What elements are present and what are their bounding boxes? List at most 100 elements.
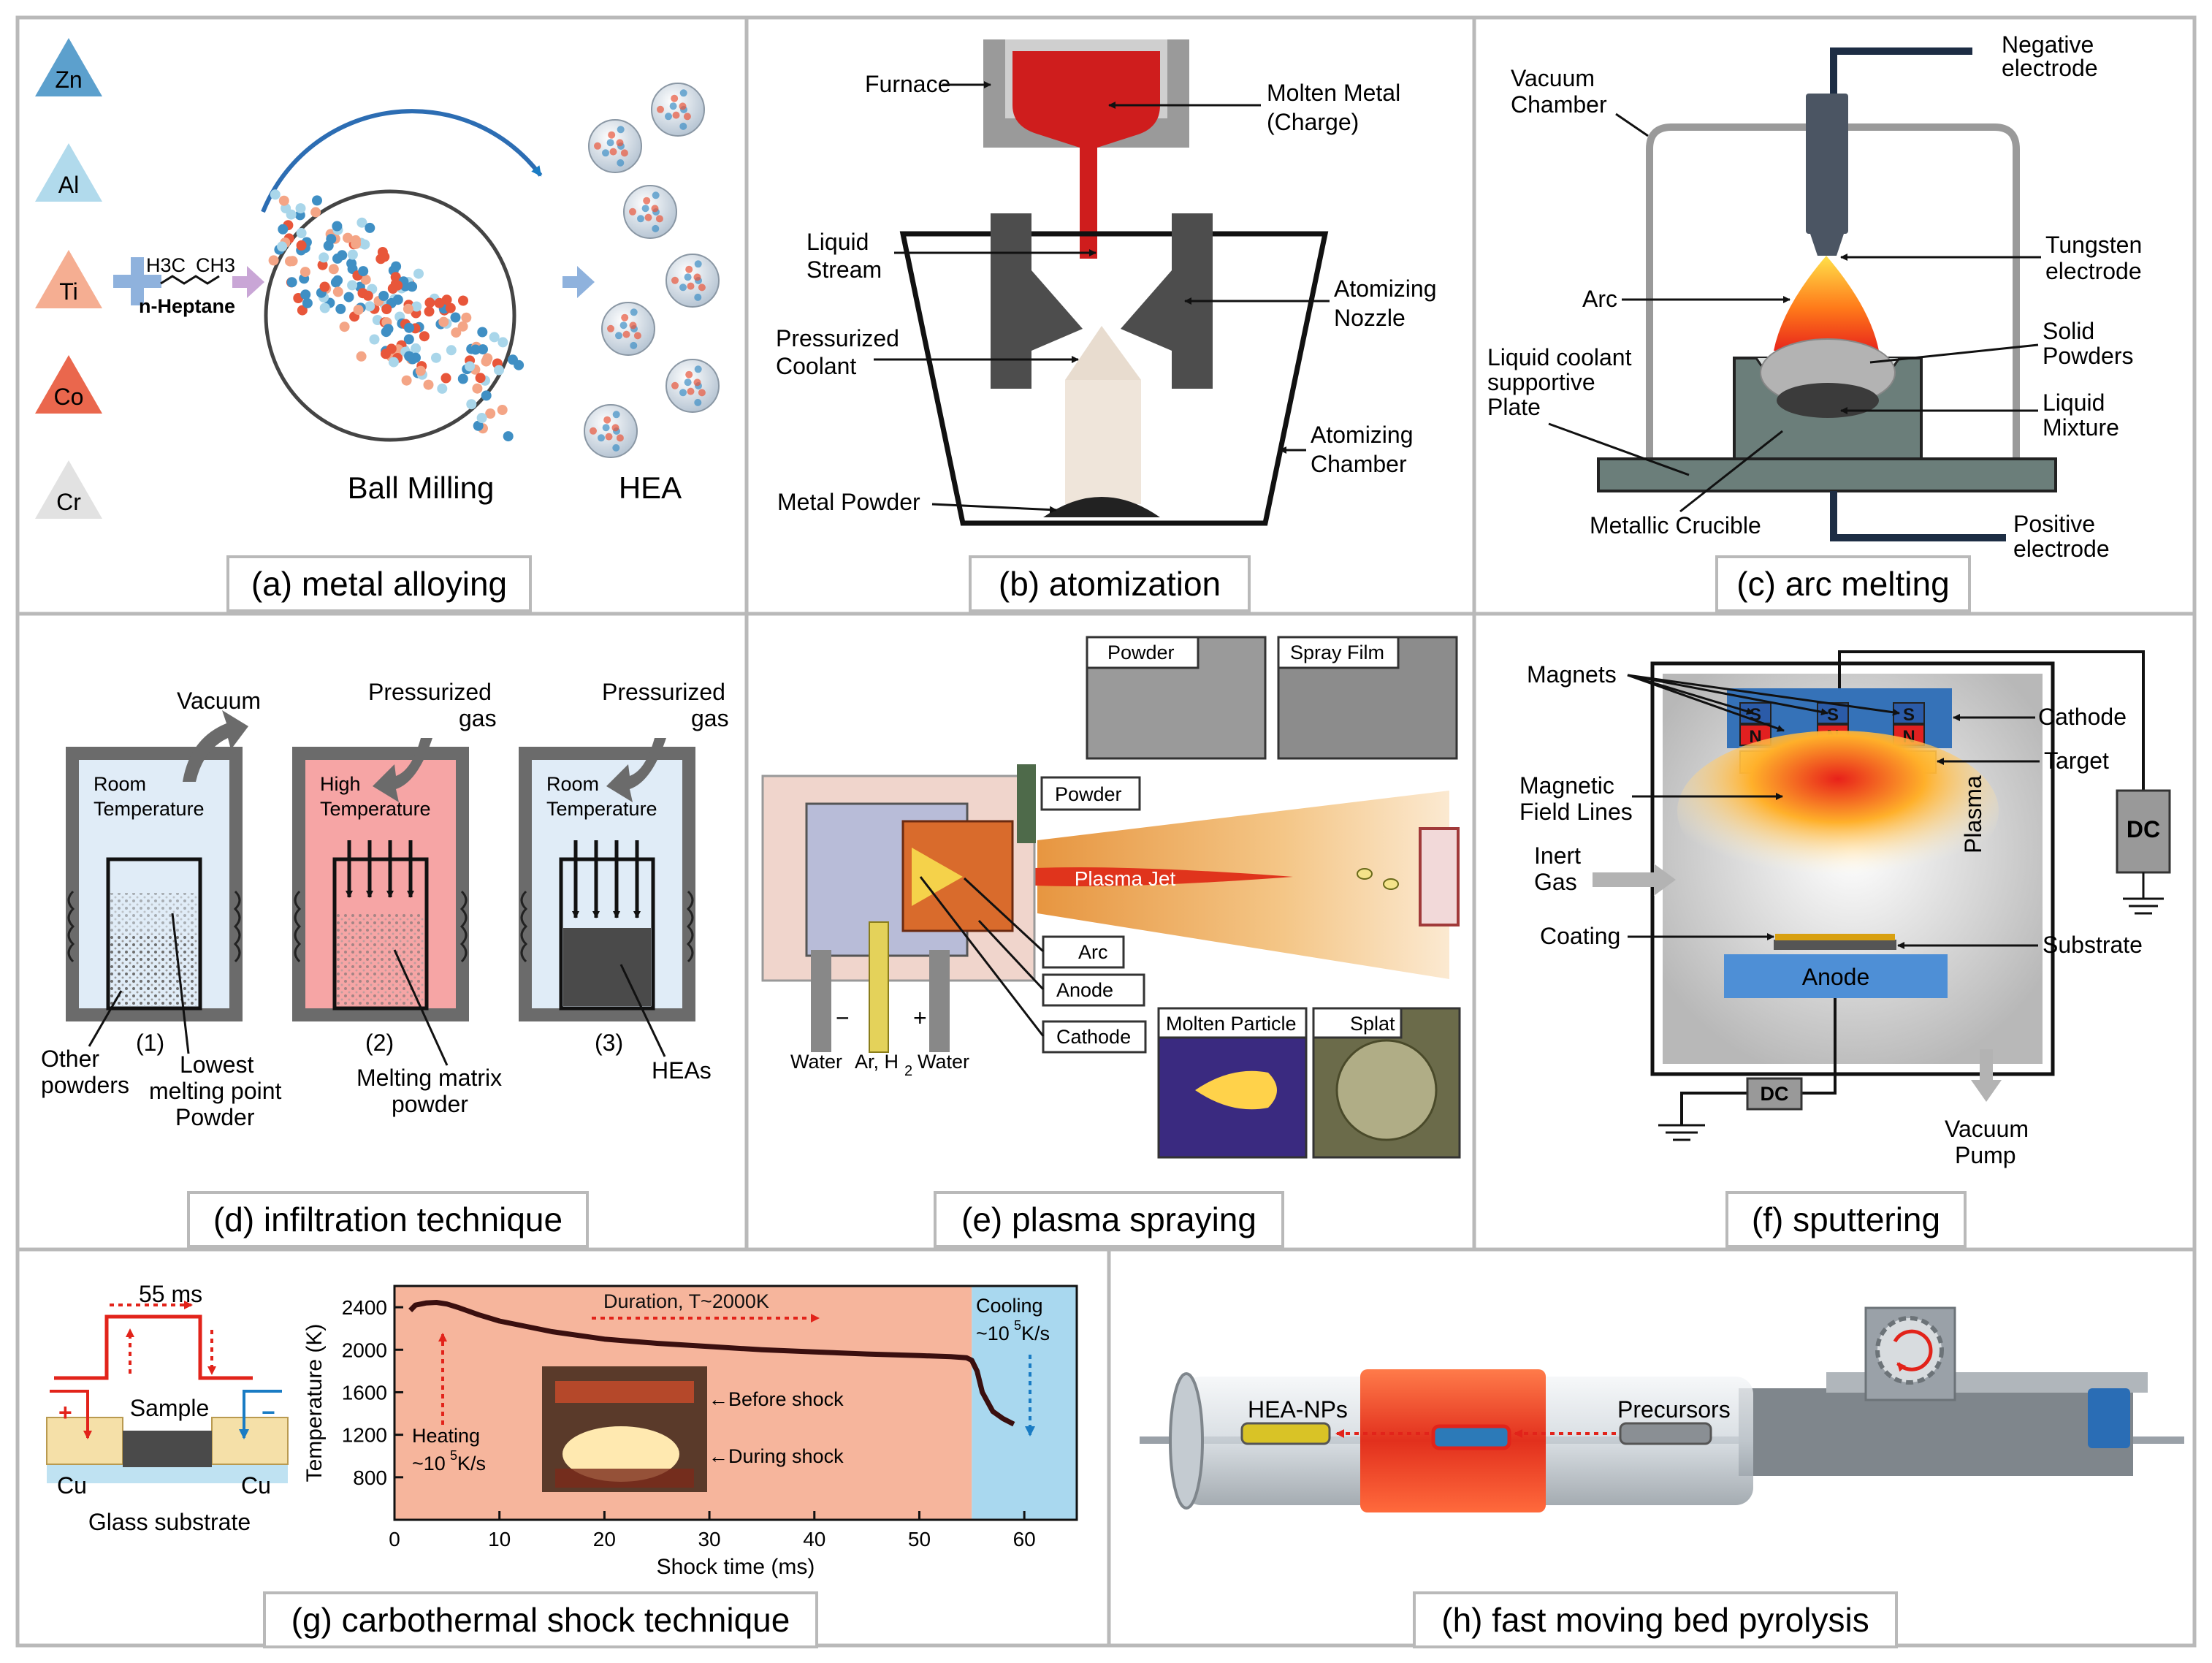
- molten-drop-icon: [1195, 1070, 1277, 1110]
- mill-particle: [403, 334, 414, 345]
- sputter-chamber-outer: [1650, 661, 2055, 1076]
- x-tick-label: 0: [389, 1528, 400, 1550]
- mill-particle: [497, 337, 508, 348]
- coil-right-1-icon: [233, 890, 241, 963]
- plus-icon: [113, 257, 161, 305]
- mill-particle: [475, 373, 486, 384]
- mill-particle: [497, 405, 508, 415]
- mill-particle: [302, 297, 313, 308]
- mill-particle: [347, 249, 358, 260]
- mill-particle: [390, 272, 401, 283]
- lowest-label-1: Lowest: [180, 1051, 254, 1078]
- high-temp-label-1: High: [320, 773, 361, 795]
- x-axis-label: Shock time (ms): [657, 1555, 815, 1579]
- room-temp-2-label-1: Room: [546, 773, 599, 795]
- mill-particle: [278, 195, 289, 206]
- nozzle-label-1: Atomizing: [1334, 275, 1437, 302]
- sample-boat-hea: [1240, 1422, 1331, 1445]
- methyl-label-right: CH3: [196, 254, 235, 276]
- tungsten-label-1: Tungsten: [2045, 232, 2142, 258]
- plasma-jet-label: Plasma Jet: [1075, 867, 1176, 890]
- coil-left-3-icon: [520, 890, 528, 963]
- heating-label-3: K/s: [457, 1453, 486, 1474]
- mill-particle: [446, 345, 457, 356]
- positive-label-2: electrode: [2013, 536, 2110, 562]
- negative-wire: [1830, 47, 1972, 98]
- glass-substrate: [47, 1464, 288, 1483]
- e-labels: Powder Spray Film Powder Arc Anode Catho…: [790, 636, 1403, 1079]
- element-pile-zn: Zn: [35, 38, 102, 96]
- mill-particle: [300, 267, 310, 278]
- coolant-plate-label-1: Liquid coolant: [1487, 344, 1632, 370]
- arc-label-e: Arc: [1078, 941, 1108, 963]
- panel-h-pyrolysis: HEA-NPs Precursors: [1140, 1306, 2184, 1512]
- arrow-to-hea-icon: [562, 266, 595, 298]
- particle-2: [1383, 878, 1399, 890]
- mill-particle: [465, 361, 476, 372]
- mill-particle: [330, 277, 341, 288]
- liquid-mixture: [1777, 383, 1879, 418]
- element-ti-label: Ti: [59, 278, 77, 305]
- hea-balls: [584, 83, 720, 458]
- mill-particle: [424, 306, 435, 317]
- heas-leader: [619, 964, 666, 1057]
- ground-bottom-icon: [1658, 1124, 1705, 1141]
- mill-drum: [264, 189, 516, 442]
- crucible-leader: [1679, 430, 1783, 513]
- vacuum-arrow-icon: [183, 710, 248, 782]
- chart-line: [408, 1300, 1015, 1427]
- metal-powder-label: Metal Powder: [777, 489, 920, 515]
- panel-a-metal-alloying: Zn Al Ti Co Cr H3C CH3 n-Heptane: [35, 38, 720, 519]
- sample-boat-hot: [1431, 1424, 1511, 1450]
- caption-h-text: (h) fast moving bed pyrolysis: [1441, 1601, 1869, 1639]
- element-al-label: Al: [58, 172, 79, 198]
- mill-particle: [369, 334, 380, 345]
- caption-g-text: (g) carbothermal shock technique: [291, 1601, 790, 1639]
- captions: (a) metal alloying (b) atomization (c) a…: [187, 555, 1971, 1648]
- coolant-label-2: Coolant: [776, 353, 856, 379]
- before-shock-label: ←Before shock: [709, 1388, 844, 1410]
- nozzle-label-2: Nozzle: [1334, 305, 1406, 331]
- high-temp-label-2: Temperature: [320, 798, 431, 820]
- spray-cone: [1065, 326, 1141, 380]
- shock-photo-glow: [562, 1426, 679, 1482]
- mill-particle: [310, 207, 321, 218]
- mill-particle: [494, 365, 504, 376]
- mill-particle: [297, 305, 308, 316]
- vessel-1-number: (1): [136, 1030, 164, 1056]
- element-pile-co: Co: [35, 355, 102, 414]
- mill-particle: [347, 280, 358, 291]
- coolant-plate-label-2: supportive: [1487, 369, 1595, 395]
- mill-particle: [335, 303, 346, 314]
- x-tick-label: 50: [908, 1528, 931, 1550]
- heptane-chain-icon: [160, 275, 220, 285]
- x-tick-label: 20: [593, 1528, 616, 1550]
- cooling-superscript: 5: [1014, 1318, 1021, 1333]
- mill-particle: [319, 252, 329, 263]
- minus-sign-e: −: [836, 1005, 850, 1031]
- mill-particle: [392, 280, 403, 291]
- magnets-leader-2: [1627, 674, 1828, 716]
- mill-particle: [424, 297, 435, 308]
- heating-label-1: Heating: [412, 1425, 480, 1447]
- magnets-leader-3: [1627, 674, 1900, 716]
- arrow-to-mill-icon: [232, 266, 264, 298]
- hea-label: HEA: [619, 471, 682, 505]
- pulse-duration-label: 55 ms: [139, 1281, 202, 1307]
- mixture-label-2: Mixture: [2043, 414, 2119, 441]
- molten-metal-label-1: Molten Metal: [1267, 80, 1400, 106]
- pile-cr-shape: [35, 460, 102, 519]
- dc-label-bottom: DC: [1761, 1083, 1789, 1105]
- cathode-leader-e: [919, 876, 1045, 1037]
- liquid-stream-label-1: Liquid: [806, 229, 869, 255]
- caption-e: (e) plasma spraying: [934, 1191, 1284, 1248]
- coolant-label-1: Pressurized: [776, 325, 899, 351]
- sem-spray-film-label: Spray Film: [1290, 642, 1384, 663]
- vessel-2-matrix: [337, 913, 424, 1006]
- mill-particle: [472, 383, 483, 394]
- element-pile-cr: Cr: [35, 460, 102, 519]
- mill-particle: [388, 357, 399, 368]
- mill-particle: [404, 351, 415, 362]
- f-labels: Magnets Cathode Target Magnetic Field Li…: [1519, 661, 2143, 1168]
- caption-f: (f) sputtering: [1725, 1191, 1967, 1248]
